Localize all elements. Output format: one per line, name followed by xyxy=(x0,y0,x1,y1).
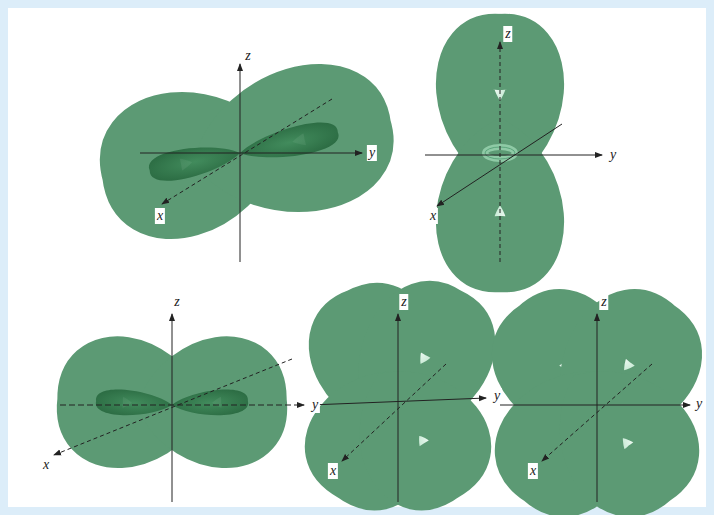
orbital-lobe xyxy=(170,364,256,441)
orbital-lobe xyxy=(568,383,678,496)
lobe-section xyxy=(147,139,243,185)
x-axis xyxy=(162,99,332,204)
axis-label: y xyxy=(310,397,320,413)
axis-label: x xyxy=(155,208,165,224)
lobe-section xyxy=(171,388,248,417)
orbital-4 xyxy=(310,305,486,502)
z-axis xyxy=(500,42,501,262)
orbital-5 xyxy=(500,312,690,502)
orbital-3 xyxy=(54,314,304,502)
axis-label: z xyxy=(243,48,252,64)
axis-label: z xyxy=(172,294,181,310)
z-axis xyxy=(597,314,598,502)
x-axis xyxy=(342,364,446,461)
axis-label: z xyxy=(599,294,608,310)
y-axis xyxy=(140,153,362,154)
y-axis xyxy=(500,405,690,406)
orbital-2 xyxy=(425,42,602,262)
axis-label: x xyxy=(328,463,338,479)
x-axis xyxy=(542,364,652,461)
orbital-1 xyxy=(134,64,362,262)
axis-label: x xyxy=(41,457,51,473)
y-axis xyxy=(310,398,486,405)
axis-label: z xyxy=(399,294,408,310)
axis-label: x xyxy=(428,208,438,224)
x-axis xyxy=(437,124,562,206)
axis-label: z xyxy=(503,26,512,42)
x-axis xyxy=(54,359,292,455)
lobe-section xyxy=(95,388,172,417)
axis-label: y xyxy=(367,145,377,161)
axis-label: x xyxy=(528,463,538,479)
orbital-lobe xyxy=(232,91,357,193)
axis-label: y xyxy=(608,147,618,163)
axis-label: y xyxy=(492,388,502,404)
y-axis xyxy=(60,405,304,406)
z-axis xyxy=(240,64,241,262)
axis-label: y xyxy=(694,396,704,412)
